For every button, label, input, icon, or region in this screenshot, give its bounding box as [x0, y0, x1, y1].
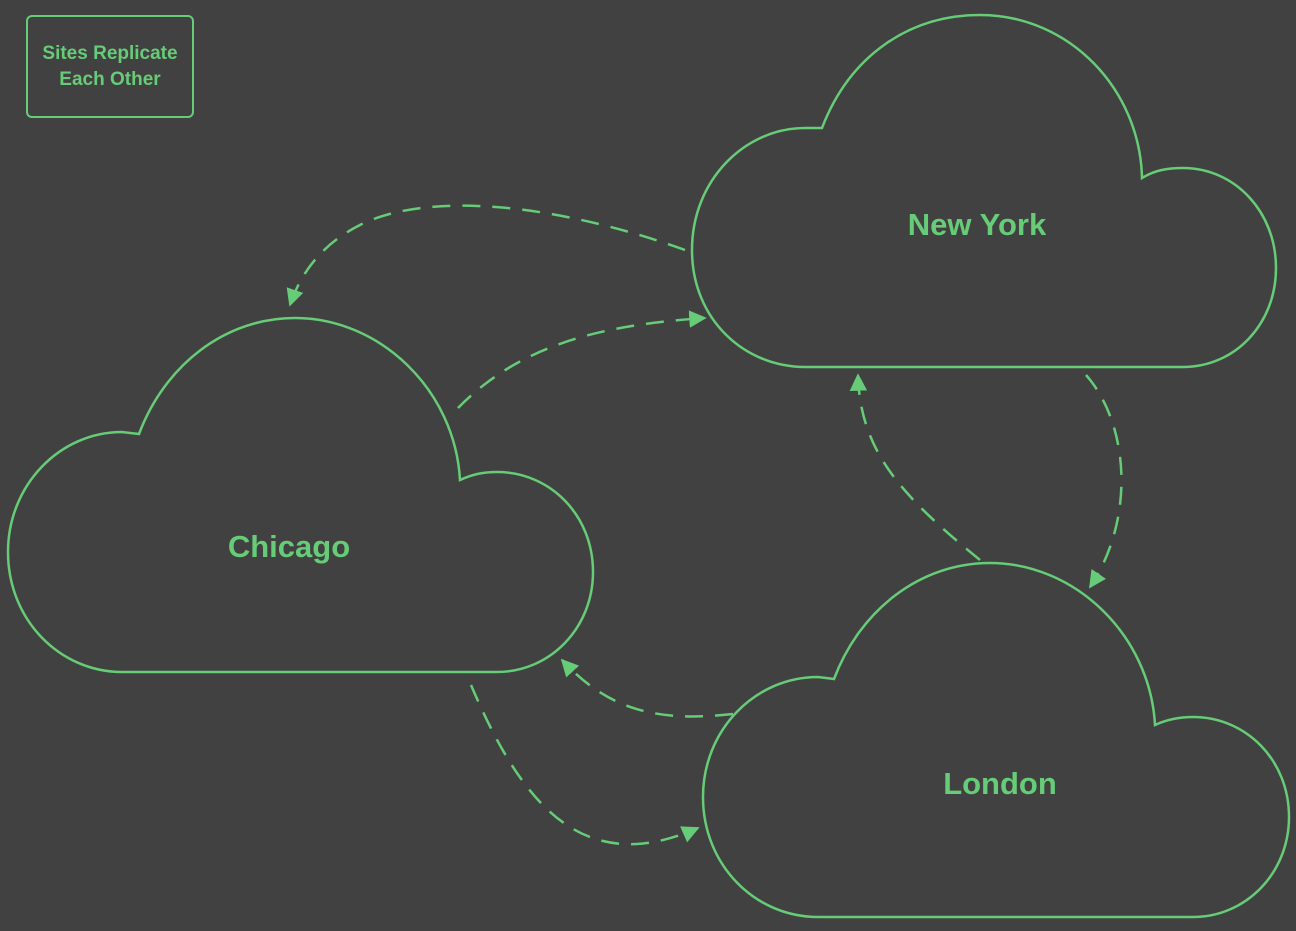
cloud-chicago[interactable]: [6, 316, 595, 674]
edge-london-to-chicago: [560, 658, 734, 718]
node-label-london: London: [943, 766, 1057, 801]
edge-london-to-new-york: [849, 373, 981, 561]
node-label-chicago: Chicago: [227, 529, 351, 564]
cloud-new-york[interactable]: [690, 13, 1278, 369]
edge-chicago-to-london: [469, 684, 700, 846]
node-label-new-york: New York: [907, 207, 1047, 242]
edge-chicago-to-new-york: [457, 310, 707, 409]
cloud-london[interactable]: [701, 561, 1291, 919]
edge-new-york-to-london: [1085, 374, 1123, 589]
edge-new-york-to-chicago: [286, 204, 686, 307]
legend-text: Sites Replicate Each Other: [42, 42, 178, 90]
legend-box: Sites Replicate Each Other: [26, 15, 194, 118]
